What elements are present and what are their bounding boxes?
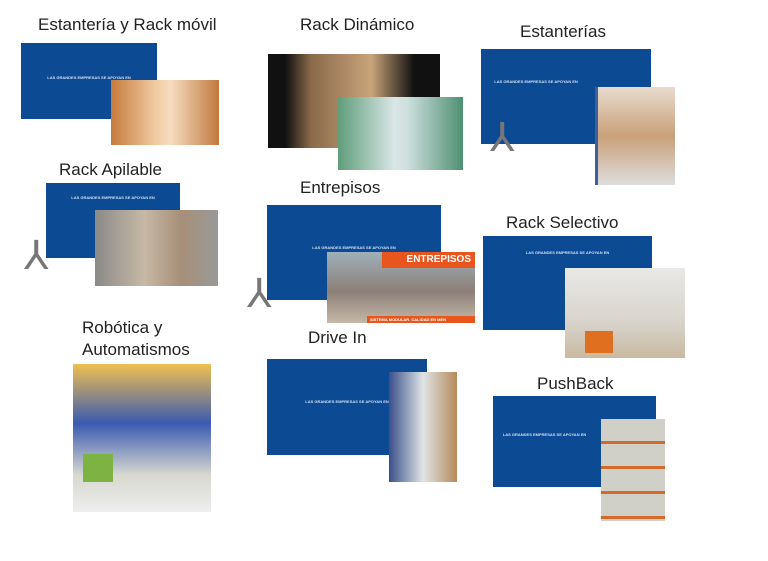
photo-drive-in[interactable] [389,372,457,482]
title-rack-dinamico[interactable]: Rack Dinámico [300,15,415,34]
photo-rack-movil[interactable] [111,80,219,145]
photo-entrepisos[interactable]: ENTREPISOS SISTEMA MODULAR. CALIDAD EN M… [327,252,475,323]
pdf-icon[interactable]: ⅄ [247,272,272,316]
photo-estanterias[interactable] [595,87,675,185]
photo-rack-selectivo[interactable] [565,268,685,358]
photo-pushback[interactable] [601,419,665,521]
title-rack-selectivo[interactable]: Rack Selectivo [506,213,619,232]
photo-robotica[interactable] [73,364,211,512]
title-robotica[interactable]: Robótica y Automatismos [82,318,190,359]
title-pushback[interactable]: PushBack [537,374,614,393]
pdf-icon[interactable]: ⅄ [24,234,49,278]
photo-rack-dinamico[interactable] [338,97,463,170]
pdf-icon[interactable]: ⅄ [490,116,515,160]
title-rack-apilable[interactable]: Rack Apilable [59,160,163,179]
title-estanterias[interactable]: Estanterías [520,22,606,41]
title-entrepisos[interactable]: Entrepisos [300,178,381,197]
title-estanteria-rack-movil[interactable]: Estantería y Rack móvil [38,15,217,34]
title-drive-in[interactable]: Drive In [308,328,367,347]
photo-rack-apilable[interactable] [95,210,218,286]
